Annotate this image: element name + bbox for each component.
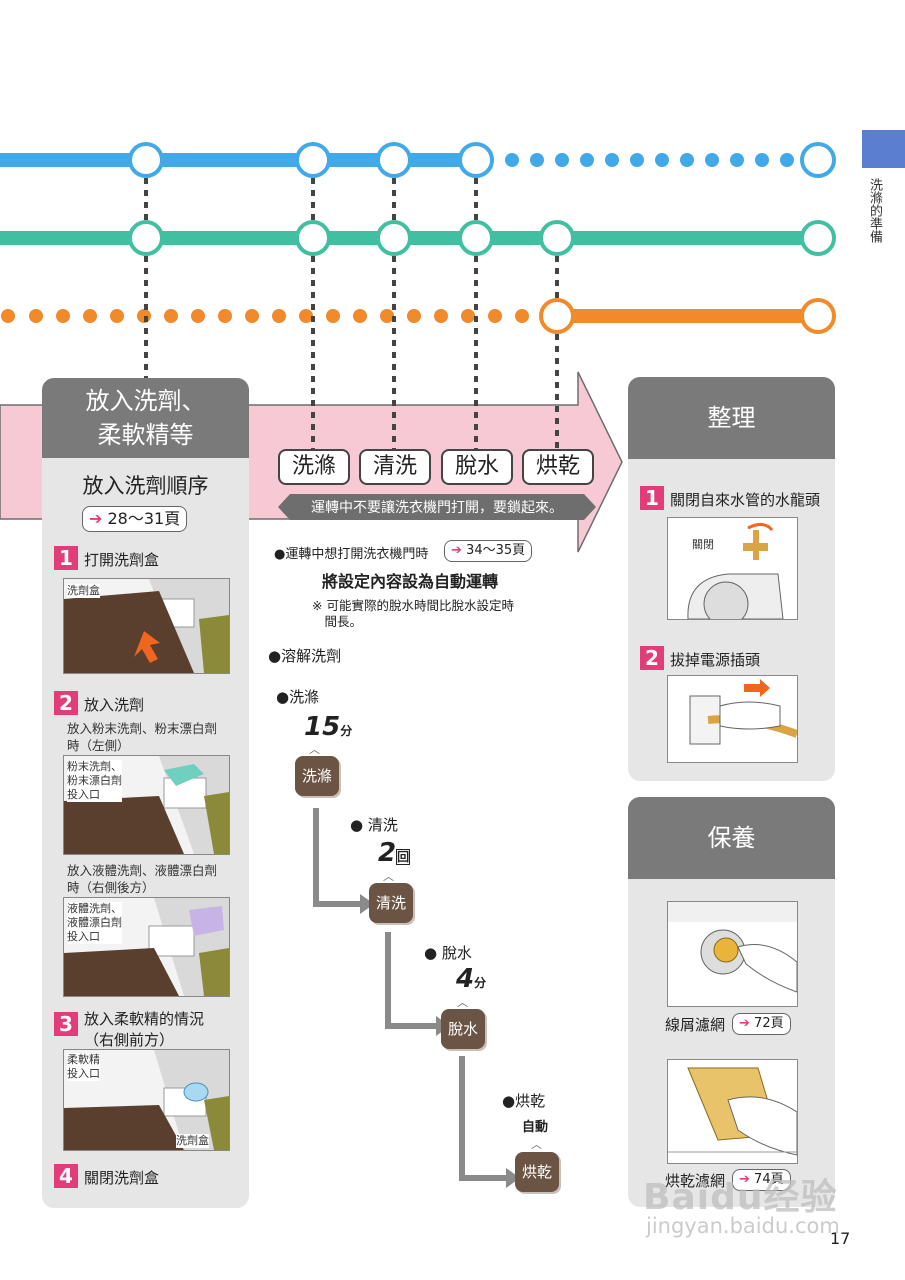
- flow-rinse-time: 2回: [378, 838, 411, 868]
- spin-note: ※ 可能實際的脫水時間比脫水設定時 間長。: [312, 598, 514, 629]
- caret-up-icon: ︿: [531, 1138, 542, 1151]
- step-4-number: 4: [54, 1164, 78, 1188]
- flow-wash-value: 15: [304, 712, 341, 742]
- step-4-label: 關閉洗劑盒: [84, 1169, 160, 1187]
- flow-dry-value: 自動: [522, 1120, 549, 1135]
- open-box-illustration: [63, 578, 230, 674]
- tidy-panel-title: 整理: [628, 377, 835, 459]
- mode-box-spin: 脫水: [441, 449, 513, 485]
- flow-rinse-unit: 回: [396, 849, 411, 865]
- lint-filter-ref[interactable]: ➔ 72頁: [732, 1013, 791, 1035]
- tag-tap-close: 關閉: [692, 538, 714, 552]
- step-1-label: 打開洗劑盒: [84, 551, 160, 569]
- dissolve-label: ●溶解洗劑: [268, 647, 342, 665]
- door-note-ref[interactable]: ➔ 34～35頁: [444, 540, 533, 562]
- dry-filter-label: 烘乾濾網: [665, 1172, 726, 1190]
- flow-dry-badge: 烘乾: [515, 1152, 559, 1192]
- detergent-order-title: 放入洗劑順序: [82, 474, 209, 498]
- lint-filter-illustration: [667, 901, 798, 1007]
- side-tab-label: 洗滌的準備: [867, 178, 882, 243]
- door-note-label: ●運轉中想打開洗衣機門時: [274, 547, 429, 562]
- tag-box-2: 洗劑盒: [176, 1134, 209, 1148]
- page-number: 17: [830, 1229, 851, 1248]
- mode-box-wash: 洗滌: [278, 449, 350, 485]
- flow-wash-time: 15分: [304, 712, 352, 742]
- unplug-illustration: [667, 675, 798, 763]
- lint-filter-ref-text: 72頁: [754, 1016, 784, 1031]
- mode-box-dry: 烘乾: [522, 449, 594, 485]
- auto-note: 將設定內容設為自動運轉: [322, 572, 499, 591]
- detergent-order-ref-text: 28～31頁: [107, 509, 181, 528]
- powder-illustration: [63, 755, 230, 855]
- flow-spin-value: 4: [456, 964, 475, 994]
- mode-box-rinse: 清洗: [359, 449, 431, 485]
- watermark-url: jingyan.baidu.com: [646, 1214, 840, 1238]
- liquid-note: 放入液體洗劑、液體漂白劑 時（右側後方）: [67, 863, 218, 895]
- flow-spin-time: 4分: [456, 964, 486, 994]
- flow-spin-label: ● 脫水: [424, 944, 472, 962]
- door-note-ref-text: 34～35頁: [466, 543, 526, 558]
- banner-note: 運轉中不要讓洗衣機門打開，要鎖起來。: [311, 500, 563, 516]
- tidy-step-1-number: 1: [640, 486, 664, 510]
- watermark-brand: Baidu经验: [643, 1177, 838, 1218]
- lint-filter-label: 線屑濾網: [665, 1016, 726, 1034]
- step-3-number: 3: [54, 1012, 78, 1036]
- powder-note: 放入粉末洗劑、粉末漂白劑 時（左側）: [67, 721, 218, 753]
- flow-rinse-badge: 清洗: [369, 883, 413, 923]
- flow-spin-unit: 分: [474, 976, 487, 990]
- arrow-right-icon: ➔: [451, 543, 462, 558]
- dry-filter-illustration: [667, 1059, 798, 1164]
- flow-dry-label: ●烘乾: [502, 1092, 546, 1110]
- arrow-right-icon: ➔: [739, 1016, 750, 1031]
- step-2-number: 2: [54, 691, 78, 715]
- step-1-number: 1: [54, 546, 78, 570]
- banner-note-shape: [278, 494, 596, 520]
- caret-up-icon: ︿: [457, 996, 468, 1009]
- tag-powder-inlet: 粉末洗劑、 粉末漂白劑 投入口: [67, 760, 122, 802]
- caret-up-icon: ︿: [309, 743, 320, 756]
- flow-spin-badge: 脫水: [441, 1009, 485, 1049]
- tap-illustration: [667, 517, 798, 620]
- arrow-right-icon: ➔: [89, 509, 103, 528]
- tidy-step-2-label: 拔掉電源插頭: [670, 651, 761, 669]
- detergent-panel-title: 放入洗劑、 柔軟精等: [42, 378, 249, 458]
- care-panel-title: 保養: [628, 797, 835, 879]
- step-3-label: 放入柔軟精的情況 （右側前方）: [84, 1010, 205, 1049]
- caret-up-icon: ︿: [383, 870, 394, 883]
- tag-softener-inlet: 柔軟精 投入口: [67, 1053, 100, 1081]
- arrow-right-icon: ➔: [739, 1172, 750, 1187]
- flow-rinse-value: 2: [378, 838, 397, 868]
- flow-wash-label: ●洗滌: [276, 688, 320, 706]
- side-tab: [862, 130, 905, 168]
- tidy-step-1-label: 關閉自來水管的水龍頭: [670, 491, 821, 509]
- tag-liquid-inlet: 液體洗劑、 液體漂白劑 投入口: [67, 902, 122, 944]
- tidy-step-2-number: 2: [640, 646, 664, 670]
- dry-filter-ref[interactable]: ➔ 74頁: [732, 1169, 791, 1191]
- dry-filter-ref-text: 74頁: [754, 1172, 784, 1187]
- tag-box: 洗劑盒: [67, 584, 100, 598]
- detergent-order-ref[interactable]: ➔ 28～31頁: [82, 506, 188, 532]
- flow-wash-unit: 分: [340, 724, 353, 738]
- step-2-label: 放入洗劑: [84, 696, 145, 714]
- flow-connectors: [313, 808, 520, 1188]
- flow-rinse-label: ● 清洗: [350, 816, 398, 834]
- flow-wash-badge: 洗滌: [295, 756, 339, 796]
